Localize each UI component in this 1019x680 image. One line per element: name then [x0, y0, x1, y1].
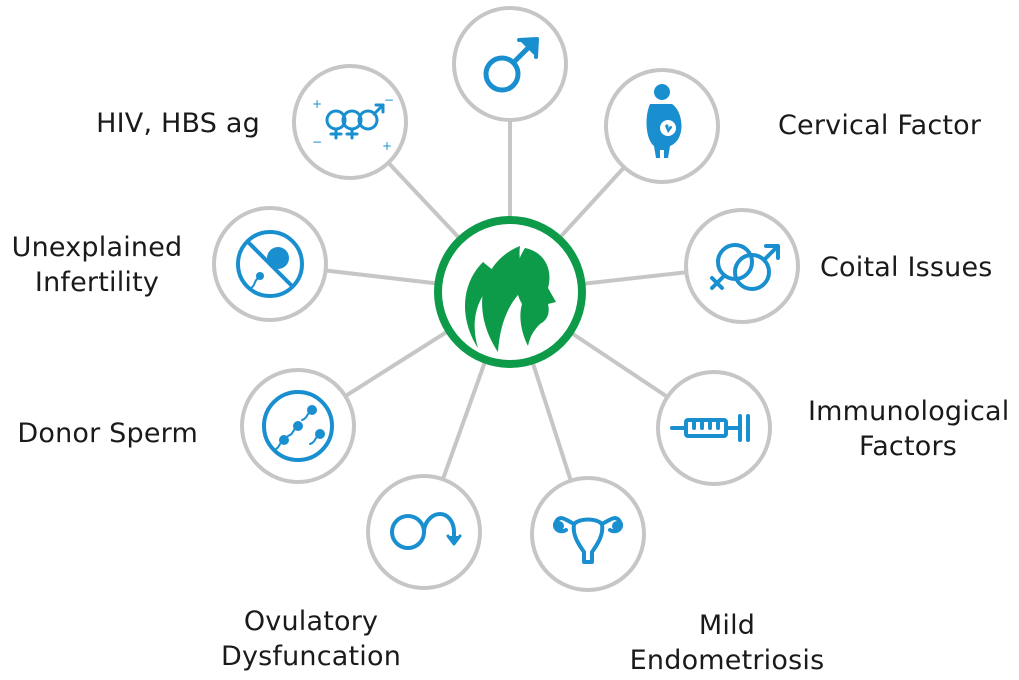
label-unexplained-line-1: Unexplained — [11, 232, 183, 263]
label-ovulatory: Ovulatory Dysfuncation — [196, 604, 426, 674]
label-unexplained: Unexplained Infertility — [6, 230, 188, 300]
label-unexplained-line-2: Infertility — [34, 267, 160, 298]
label-ovulatory-line-2: Dysfuncation — [220, 641, 402, 672]
label-immunological-line-1: Immunological — [808, 396, 1010, 427]
label-cervical-line-1: Cervical Factor — [778, 110, 982, 141]
svg-text:+: + — [312, 97, 322, 111]
label-immunological: Immunological Factors — [808, 394, 1010, 464]
node-male — [452, 6, 568, 122]
gender-symbols-icon: + − − + — [312, 93, 394, 153]
label-immunological-line-2: Factors — [858, 431, 958, 462]
label-ovulatory-line-1: Ovulatory — [243, 606, 379, 637]
label-cervical: Cervical Factor — [778, 108, 981, 143]
label-coital-line-1: Coital Issues — [820, 252, 993, 283]
node-hiv — [292, 64, 408, 180]
label-endometriosis-line-2: Endometriosis — [629, 645, 825, 676]
cycle-arrow-icon — [390, 512, 462, 550]
node-endometriosis — [530, 476, 646, 592]
label-endometriosis: Mild Endometriosis — [612, 608, 842, 678]
uterus-icon — [553, 516, 623, 564]
sperm-egg-icon — [262, 390, 334, 462]
svg-text:−: − — [312, 135, 322, 149]
female-profile-logo-icon — [465, 246, 556, 352]
svg-text:+: + — [382, 139, 392, 153]
pregnant-woman-icon — [646, 84, 682, 158]
node-coital — [684, 208, 800, 324]
label-donor-line-1: Donor Sperm — [17, 418, 198, 449]
male-symbol-icon — [483, 37, 539, 93]
syringe-icon — [670, 414, 750, 442]
center-hub — [434, 216, 586, 368]
label-coital: Coital Issues — [820, 250, 993, 285]
node-immunological — [656, 370, 772, 486]
label-hiv: HIV, HBS ag — [60, 106, 260, 141]
label-donor: Donor Sperm — [6, 416, 198, 451]
intertwined-gender-symbols-icon — [710, 243, 780, 291]
svg-text:−: − — [384, 93, 394, 107]
no-sperm-icon — [236, 230, 304, 298]
label-endometriosis-line-1: Mild — [698, 610, 756, 641]
label-hiv-line-1: HIV, HBS ag — [96, 108, 260, 139]
